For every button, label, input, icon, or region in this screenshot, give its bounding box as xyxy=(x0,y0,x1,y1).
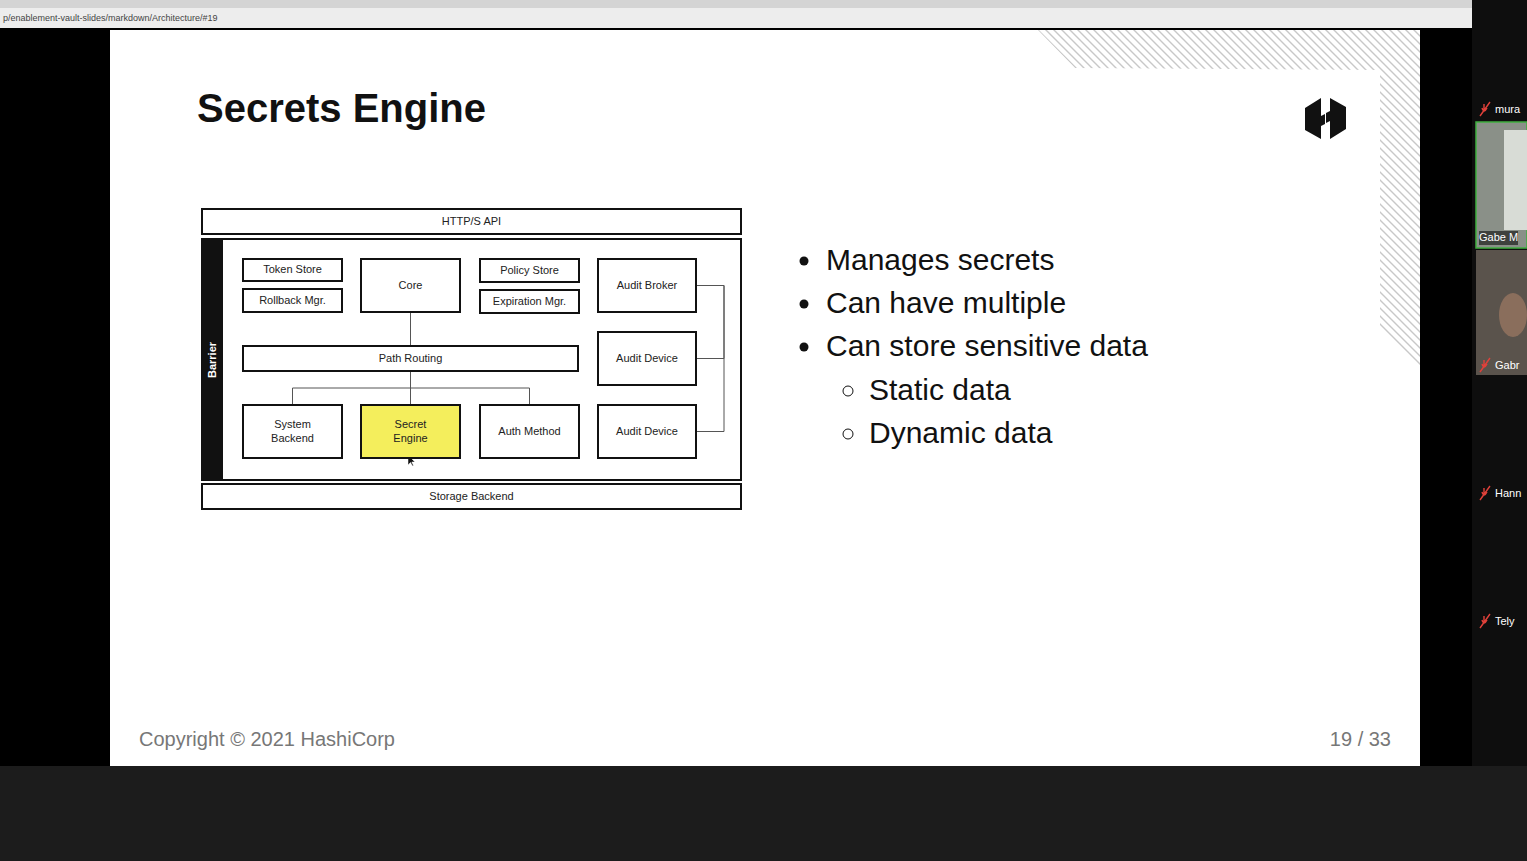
copyright: Copyright © 2021 HashiCorp xyxy=(139,727,395,751)
participant-name: Gabr xyxy=(1495,359,1519,372)
component-label: Audit Device xyxy=(616,352,678,365)
muted-mic-icons xyxy=(1480,102,1490,628)
participant-name: Tely xyxy=(1495,615,1515,628)
component-label: HTTP/S API xyxy=(442,215,501,228)
component-box: Auth Method xyxy=(479,404,580,459)
bullet-text: Can store sensitive data xyxy=(826,328,1148,364)
muted-mic-icon xyxy=(1480,614,1490,628)
participant-name: mura xyxy=(1495,103,1520,116)
component-label: System Backend xyxy=(262,418,324,444)
component-box: Core xyxy=(360,258,461,313)
screen-ground xyxy=(0,28,1472,766)
component-box: Secret Engine xyxy=(360,404,461,459)
component-label: Auth Method xyxy=(498,425,560,438)
page-number: 19 / 33 xyxy=(1330,727,1391,751)
bullet-dot xyxy=(800,300,809,309)
component-label: Core xyxy=(399,279,423,292)
video-tile xyxy=(1476,122,1527,248)
component-label: Secret Engine xyxy=(383,418,439,444)
component-box: HTTP/S API xyxy=(201,208,742,235)
sub-bullet xyxy=(843,429,853,439)
tab-bar xyxy=(0,0,1472,8)
component-label: Policy Store xyxy=(500,264,559,277)
participant-sidebar xyxy=(1472,0,1527,766)
component-label: Path Routing xyxy=(379,352,443,365)
component-box: Token Store xyxy=(242,258,343,282)
component-label: Audit Device xyxy=(616,425,678,438)
component-label: Expiration Mgr. xyxy=(493,295,566,308)
muted-mic-icon xyxy=(1480,486,1490,500)
component-box: Audit Broker xyxy=(597,258,697,313)
muted-mic-icon xyxy=(1480,102,1490,116)
participant-figure xyxy=(1499,293,1527,337)
component-box: System Backend xyxy=(242,404,343,459)
bullet-dot xyxy=(800,343,809,352)
muted-mic-icon xyxy=(1480,358,1490,372)
component-box: Audit Device xyxy=(597,331,697,386)
url-text: p/enablement-vault-slides/markdown/Archi… xyxy=(3,13,218,24)
connector-line xyxy=(697,286,724,359)
slide-title: Secrets Engine xyxy=(197,84,486,132)
participant-name: Gabe M xyxy=(1479,231,1518,244)
sub-bullet-text: Static data xyxy=(869,372,1011,408)
component-box: Policy Store xyxy=(479,258,580,283)
connector-line xyxy=(697,286,724,432)
connector-line xyxy=(293,372,411,404)
slide xyxy=(110,30,1420,766)
component-box: Rollback Mgr. xyxy=(242,288,343,313)
bullet-text: Can have multiple xyxy=(826,285,1066,321)
bullet-text: Manages secrets xyxy=(826,242,1054,278)
barrier-region: Barrier Token StoreRollback Mgr. Core Polic… xyxy=(201,238,742,481)
logo-part xyxy=(1326,98,1346,139)
video-tile-image xyxy=(1504,130,1527,230)
component-box: Audit Device xyxy=(597,404,697,459)
bullet-dot xyxy=(800,257,809,266)
barrier-label: Barrier xyxy=(206,341,219,377)
connector-line xyxy=(411,372,530,404)
component-label: Rollback Mgr. xyxy=(259,294,326,307)
logo-part xyxy=(1305,98,1325,139)
participant-name: Hann xyxy=(1495,487,1521,500)
hashicorp-logo xyxy=(1305,98,1346,139)
component-label: Audit Broker xyxy=(617,279,678,292)
hatch-decoration xyxy=(1038,30,1420,370)
address-bar xyxy=(0,8,1472,28)
component-box: Expiration Mgr. xyxy=(479,289,580,314)
connector-line xyxy=(410,313,411,345)
barrier-band: Barrier xyxy=(203,240,223,479)
component-label: Token Store xyxy=(263,263,322,276)
video-tile xyxy=(1476,250,1527,375)
component-box: Path Routing xyxy=(242,345,579,372)
sub-bullet xyxy=(843,386,853,396)
component-label: Storage Backend xyxy=(429,490,513,503)
sub-bullet-text: Dynamic data xyxy=(869,415,1052,451)
component-box: Storage Backend xyxy=(201,483,742,510)
